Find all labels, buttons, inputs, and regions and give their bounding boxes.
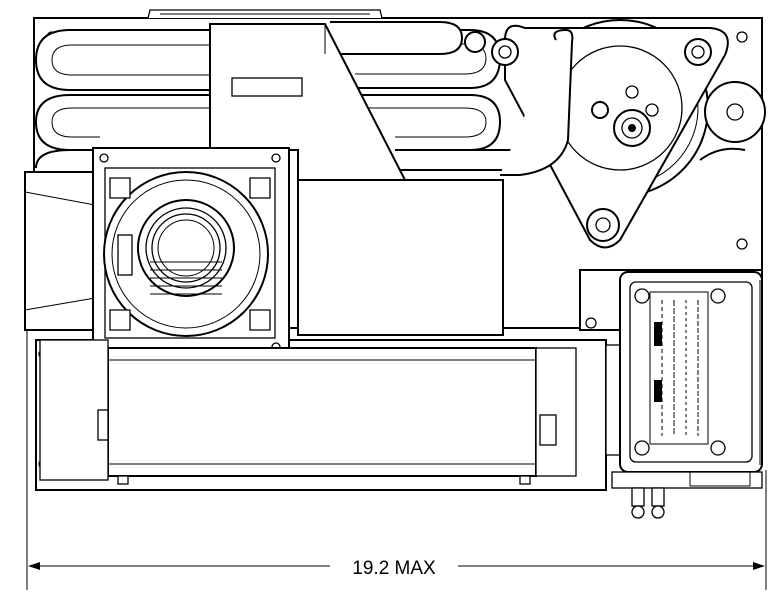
fan-housing <box>24 147 290 361</box>
electrical-junction-box <box>611 271 763 519</box>
nameplate <box>649 291 709 445</box>
duct-hood <box>209 23 504 336</box>
dimension-arrow-right <box>753 562 765 570</box>
control-box <box>39 339 625 485</box>
conduit-fittings <box>611 471 763 519</box>
overall-width-dimension: 19.2 MAX <box>26 330 767 590</box>
blower-motor-assembly <box>491 19 766 249</box>
dimension-arrow-left <box>28 562 40 570</box>
coiled-heat-exchanger-tubes <box>34 21 581 171</box>
dimension-label: 19.2 MAX <box>352 558 436 579</box>
